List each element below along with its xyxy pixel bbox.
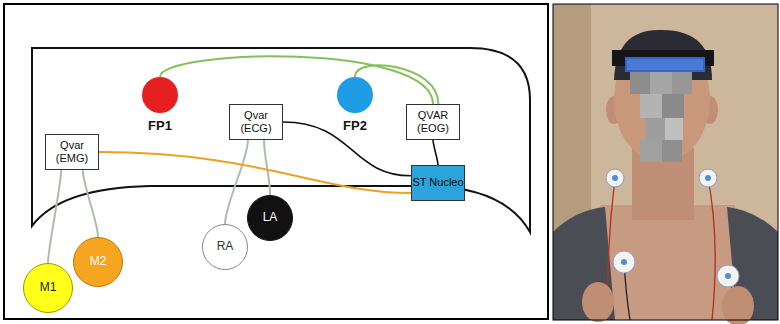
pixel-blur bbox=[640, 140, 662, 162]
signal-wire bbox=[83, 170, 98, 237]
electrode bbox=[612, 175, 618, 181]
electrode-dot bbox=[337, 77, 373, 113]
electrode-dot bbox=[142, 77, 178, 113]
electrode bbox=[725, 273, 731, 279]
wall bbox=[553, 4, 778, 320]
electrode-circle: LA bbox=[247, 195, 293, 241]
photo-frame bbox=[553, 4, 778, 320]
electrode-dot-node: FP1 bbox=[140, 77, 180, 133]
electrode bbox=[621, 259, 627, 265]
node-label: ST Nucleo bbox=[412, 176, 463, 189]
pixel-blur bbox=[672, 72, 692, 94]
node-label: M1 bbox=[40, 281, 57, 294]
electrode-circle: RA bbox=[202, 224, 248, 270]
pixel-blur bbox=[640, 94, 662, 118]
eye-bar bbox=[626, 58, 704, 71]
signal-wire bbox=[225, 140, 248, 224]
pixel-blur bbox=[662, 140, 682, 162]
electrode bbox=[699, 169, 717, 187]
electrode bbox=[705, 175, 711, 181]
process-box: Qvar (ECG) bbox=[229, 104, 283, 140]
signal-wire bbox=[433, 140, 438, 165]
signal-wire bbox=[160, 56, 433, 104]
electrode bbox=[613, 251, 635, 273]
process-box: QVAR (EOG) bbox=[406, 104, 460, 140]
node-label: Qvar (ECG) bbox=[230, 109, 282, 135]
pixel-blur bbox=[645, 118, 665, 140]
node-label: RA bbox=[217, 240, 234, 253]
pixel-blur bbox=[662, 94, 684, 118]
mcu-box: ST Nucleo bbox=[411, 165, 465, 201]
signal-wire bbox=[48, 170, 61, 263]
electrode bbox=[717, 265, 739, 287]
electrode-label: FP2 bbox=[343, 118, 367, 133]
pixel-blur bbox=[630, 72, 650, 94]
electrode-circle: M1 bbox=[23, 263, 73, 313]
node-label: QVAR (EOG) bbox=[407, 109, 459, 135]
pixel-blur bbox=[665, 118, 683, 140]
signal-wire bbox=[264, 140, 270, 195]
node-label: LA bbox=[263, 211, 278, 224]
signal-wire bbox=[99, 152, 411, 193]
node-label: Qvar (EMG) bbox=[46, 139, 98, 165]
process-box: Qvar (EMG) bbox=[45, 134, 99, 170]
electrode-label: FP1 bbox=[148, 118, 172, 133]
electrode-circle: M2 bbox=[73, 237, 123, 287]
hand bbox=[582, 282, 614, 322]
photo bbox=[553, 4, 778, 324]
hand bbox=[722, 286, 754, 324]
electrode-dot-node: FP2 bbox=[335, 77, 375, 133]
node-label: M2 bbox=[90, 255, 107, 268]
pixel-blur bbox=[650, 72, 672, 94]
panel-frame bbox=[4, 4, 548, 319]
wire bbox=[708, 178, 715, 320]
electrode bbox=[606, 169, 624, 187]
